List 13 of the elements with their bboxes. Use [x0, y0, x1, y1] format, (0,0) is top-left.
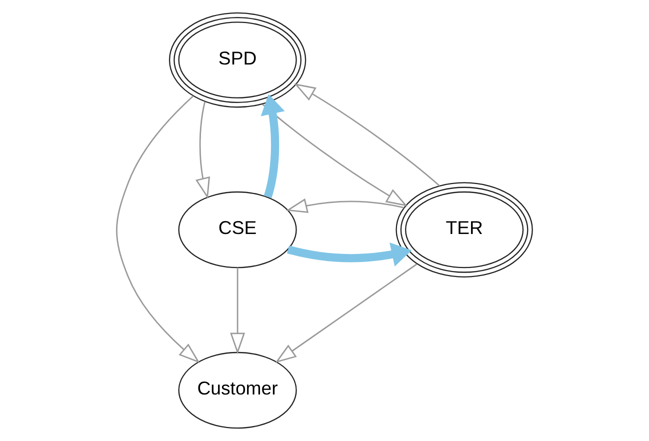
- arrow: [275, 264, 418, 363]
- arrow: [230, 268, 246, 354]
- arrow: [294, 83, 440, 186]
- arrow: [286, 198, 404, 214]
- node-ellipse: Customer: [178, 352, 297, 429]
- arrow: [260, 94, 285, 198]
- arrow: [195, 102, 210, 199]
- arrow: [262, 104, 408, 206]
- node-ellipse: TER: [396, 182, 533, 278]
- node-ellipse: SPD: [168, 12, 306, 108]
- arrow: [116, 95, 200, 364]
- node-ellipse: CSE: [178, 191, 297, 268]
- arrow: [287, 242, 412, 266]
